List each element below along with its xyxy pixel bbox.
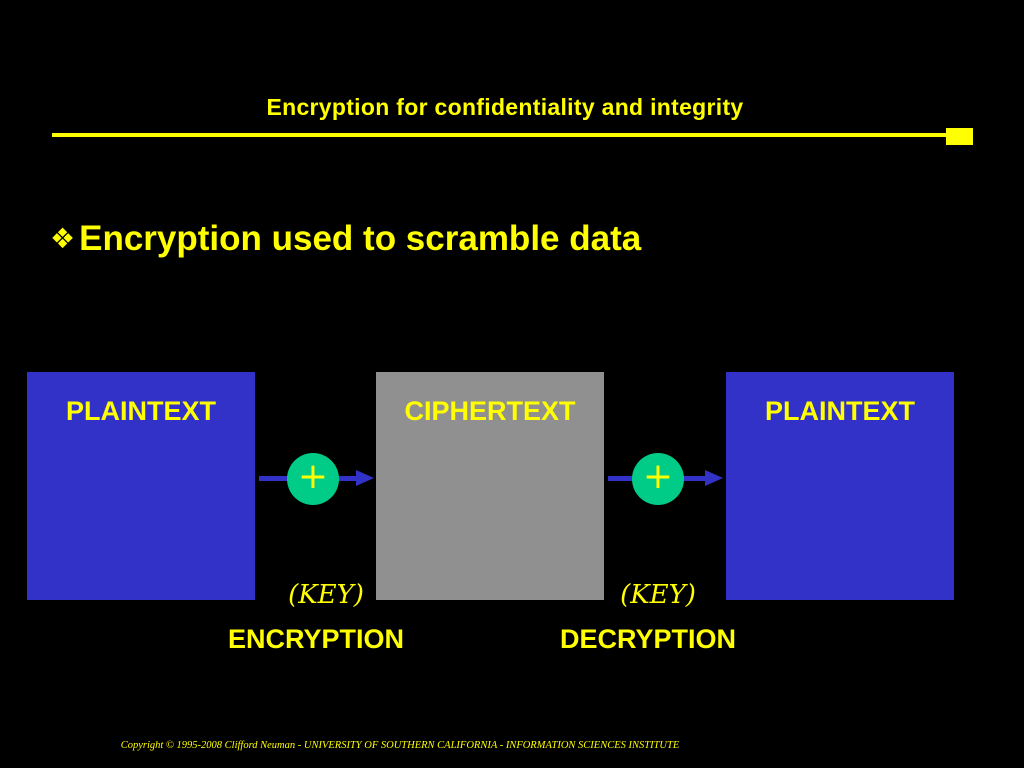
plaintext-label-right: PLAINTEXT (764, 396, 915, 426)
encryption-step-label: ENCRYPTION (227, 624, 404, 654)
copyright-footer: Copyright © 1995-2008 Clifford Neuman - … (120, 740, 680, 751)
decryption-plus-operator: + (632, 453, 684, 505)
title-rule-end-block (946, 128, 973, 145)
decryption-arrow-head-icon (705, 470, 723, 486)
plaintext-box-left: PLAINTEXT (27, 372, 255, 600)
plaintext-box-right: PLAINTEXT (726, 372, 954, 600)
decryption-step-label: DECRYPTION (559, 624, 736, 654)
encryption-arrow-head-icon (356, 470, 374, 486)
title-rule (52, 133, 950, 137)
diamond-bullet-icon: ❖ (50, 222, 76, 255)
plaintext-label-left: PLAINTEXT (65, 396, 216, 426)
bullet-row: ❖ Encryption used to scramble data (50, 216, 641, 262)
decryption-key-label: (KEY) (620, 580, 696, 610)
encryption-plus-operator: + (287, 453, 339, 505)
ciphertext-box: CIPHERTEXT (376, 372, 604, 600)
slide-title: Encryption for confidentiality and integ… (266, 94, 744, 120)
bullet-text: Encryption used to scramble data (79, 219, 642, 258)
encryption-key-label: (KEY) (288, 580, 364, 610)
ciphertext-label: CIPHERTEXT (404, 396, 576, 426)
